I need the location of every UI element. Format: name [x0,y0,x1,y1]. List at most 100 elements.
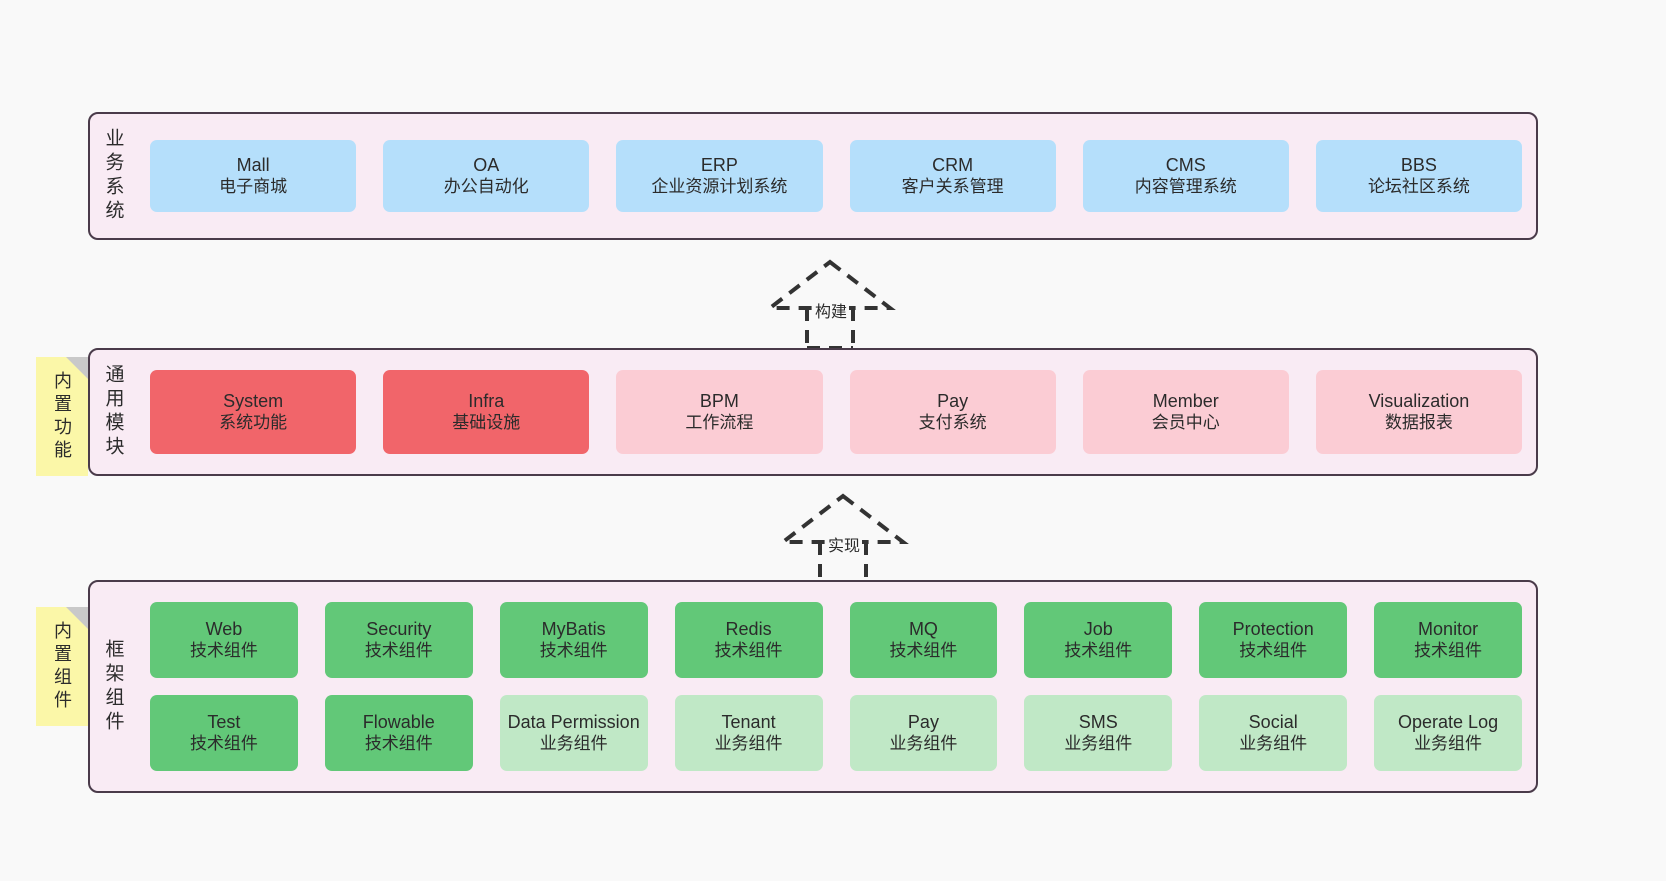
card-title-en: System [223,390,284,411]
card-title-cn: 技术组件 [364,640,433,660]
card-title-en: Pay [937,390,969,411]
card-sms[interactable]: SMS 业务组件 [1024,695,1173,771]
card-title-cn: 技术组件 [364,733,433,753]
card-title-cn: 技术组件 [889,640,958,660]
card-title-cn: 企业资源计划系统 [651,176,788,196]
card-pay-business[interactable]: Pay 业务组件 [849,695,998,771]
card-social[interactable]: Social 业务组件 [1199,695,1348,771]
card-title-en: SMS [1078,711,1118,732]
card-row: Test 技术组件 Flowable 技术组件 Data Permission … [150,695,1522,771]
card-title-cn: 业务组件 [539,733,608,753]
card-bbs[interactable]: BBS 论坛社区系统 [1315,140,1523,212]
card-visualization[interactable]: Visualization 数据报表 [1315,370,1523,454]
card-title-en: Data Permission [507,711,640,732]
connector-label-realize: 实现 [826,532,863,556]
card-web[interactable]: Web 技术组件 [150,602,298,678]
card-title-cn: 技术组件 [714,640,783,660]
note-builtin-functions: 内置功能 [36,357,88,476]
layer-title-framework: 框架组件 [102,638,124,735]
card-title-en: MQ [908,618,938,639]
connector-label-build: 构建 [813,298,850,322]
card-crm[interactable]: CRM 客户关系管理 [849,140,1056,212]
card-bpm[interactable]: BPM 工作流程 [616,370,823,454]
card-row: Web 技术组件 Security 技术组件 MyBatis 技术组件 Redi… [150,602,1522,678]
card-test[interactable]: Test 技术组件 [150,695,298,771]
card-title-en: BBS [1400,154,1437,175]
card-title-cn: 技术组件 [539,640,608,660]
card-title-en: Job [1083,618,1113,639]
card-title-en: Monitor [1418,618,1479,639]
card-title-en: OA [473,154,500,175]
layer-body-modules: System 系统功能 Infra 基础设施 BPM 工作流程 Pay 支付系统… [136,350,1536,474]
card-system[interactable]: System 系统功能 [150,370,357,454]
card-operate-log[interactable]: Operate Log 业务组件 [1374,695,1522,771]
card-title-cn: 业务组件 [1064,733,1133,753]
card-title-en: Tenant [721,711,776,732]
card-title-cn: 业务组件 [714,733,783,753]
card-title-en: CMS [1165,154,1206,175]
connector-build: 构建 [755,258,905,350]
note-label: 内置功能 [52,370,72,463]
card-title-en: MyBatis [541,618,606,639]
card-title-cn: 办公自动化 [443,176,529,196]
layer-panel-modules: 通用模块 System 系统功能 Infra 基础设施 BPM 工作流程 Pay… [88,348,1538,476]
card-title-cn: 技术组件 [189,640,258,660]
card-title-en: Redis [725,618,772,639]
layer-panel-framework: 框架组件 Web 技术组件 Security 技术组件 MyBatis 技术组件… [88,580,1538,793]
card-title-cn: 业务组件 [1414,733,1483,753]
layer-title-business: 业务系统 [102,128,124,224]
card-title-en: Test [207,711,241,732]
layer-panel-business: 业务系统 Mall 电子商城 OA 办公自动化 ERP 企业资源计划系统 CRM… [88,112,1538,240]
note-label: 内置组件 [52,620,72,713]
card-title-en: ERP [700,154,738,175]
card-title-en: Protection [1232,618,1314,639]
card-title-cn: 技术组件 [1064,640,1133,660]
card-member[interactable]: Member 会员中心 [1082,370,1289,454]
card-title-cn: 内容管理系统 [1134,176,1237,196]
card-redis[interactable]: Redis 技术组件 [674,602,823,678]
card-title-cn: 业务组件 [1239,733,1308,753]
card-title-cn: 论坛社区系统 [1367,176,1470,196]
card-title-en: Member [1152,390,1219,411]
card-flowable[interactable]: Flowable 技术组件 [324,695,473,771]
card-title-cn: 基础设施 [452,412,521,432]
card-title-en: Pay [907,711,939,732]
card-row: System 系统功能 Infra 基础设施 BPM 工作流程 Pay 支付系统… [150,370,1523,454]
layer-title-modules: 通用模块 [102,364,124,460]
card-title-cn: 支付系统 [918,412,987,432]
card-monitor[interactable]: Monitor 技术组件 [1374,602,1522,678]
card-job[interactable]: Job 技术组件 [1024,602,1173,678]
card-title-cn: 客户关系管理 [901,176,1004,196]
card-title-en: Visualization [1368,390,1470,411]
card-mq[interactable]: MQ 技术组件 [849,602,998,678]
card-title-cn: 技术组件 [189,733,258,753]
card-erp[interactable]: ERP 企业资源计划系统 [616,140,823,212]
card-title-cn: 技术组件 [1239,640,1308,660]
card-title-cn: 技术组件 [1414,640,1483,660]
card-title-en: Social [1248,711,1298,732]
card-row: Mall 电子商城 OA 办公自动化 ERP 企业资源计划系统 CRM 客户关系… [150,140,1523,212]
card-security[interactable]: Security 技术组件 [324,602,473,678]
card-oa[interactable]: OA 办公自动化 [383,140,590,212]
card-title-en: Infra [468,390,505,411]
card-tenant[interactable]: Tenant 业务组件 [674,695,823,771]
card-title-en: Mall [236,154,270,175]
note-builtin-components: 内置组件 [36,607,88,726]
card-title-en: Security [366,618,432,639]
card-title-cn: 工作流程 [685,412,754,432]
card-cms[interactable]: CMS 内容管理系统 [1082,140,1289,212]
layer-body-business: Mall 电子商城 OA 办公自动化 ERP 企业资源计划系统 CRM 客户关系… [136,114,1536,238]
card-data-permission[interactable]: Data Permission 业务组件 [499,695,648,771]
card-mall[interactable]: Mall 电子商城 [150,140,357,212]
card-title-cn: 会员中心 [1151,412,1220,432]
card-title-en: BPM [699,390,739,411]
card-mybatis[interactable]: MyBatis 技术组件 [499,602,648,678]
card-infra[interactable]: Infra 基础设施 [383,370,590,454]
card-protection[interactable]: Protection 技术组件 [1199,602,1348,678]
card-title-cn: 业务组件 [889,733,958,753]
note-fold-corner-icon [66,357,88,379]
card-pay[interactable]: Pay 支付系统 [849,370,1056,454]
layer-body-framework: Web 技术组件 Security 技术组件 MyBatis 技术组件 Redi… [136,582,1536,791]
connector-realize: 实现 [768,492,918,584]
